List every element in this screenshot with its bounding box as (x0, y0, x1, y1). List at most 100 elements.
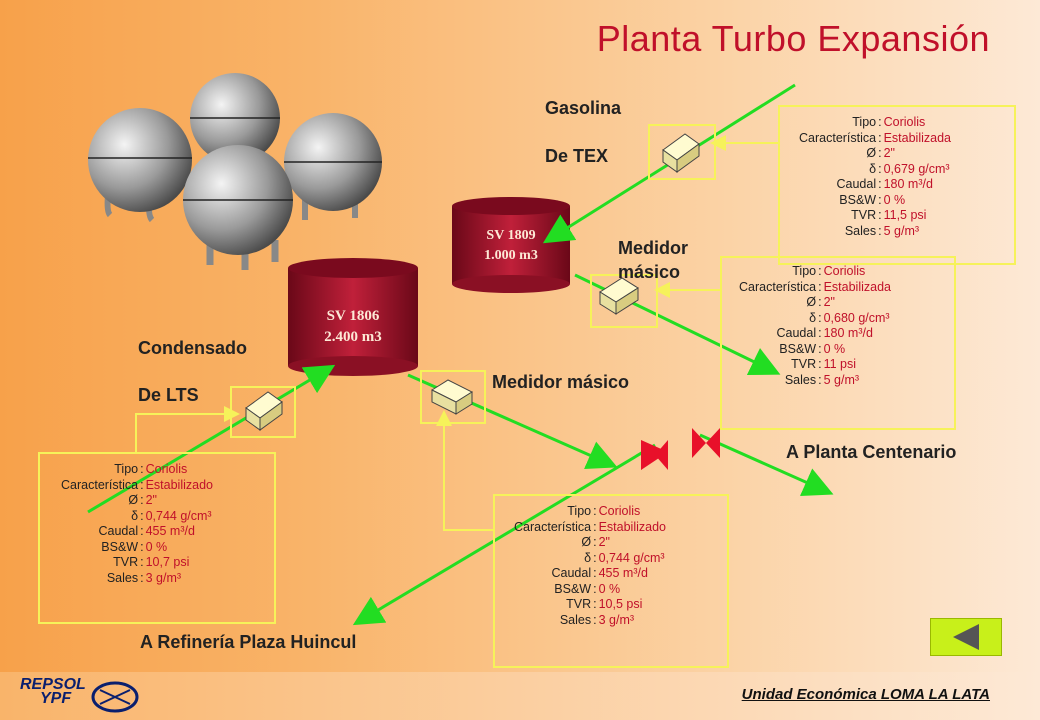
spec-row: Característica:Estabilizado (513, 520, 667, 536)
spec-key: Ø (128, 493, 139, 507)
spec-key: Ø (806, 295, 817, 309)
spec-colon: : (818, 279, 822, 294)
spec-colon: : (140, 570, 144, 585)
spec-key: Caudal (551, 566, 592, 580)
spec-colon: : (593, 550, 597, 565)
spec-key: Tipo (852, 115, 877, 129)
meter-box-centenario (590, 274, 658, 328)
spec-key: TVR (851, 208, 877, 222)
spec-value: 0 % (823, 341, 846, 356)
spec-colon: : (140, 555, 144, 569)
valve-icon (641, 440, 668, 470)
spec-value: Coriolis (598, 504, 641, 518)
spec-value: 10,7 psi (145, 555, 190, 569)
spec-key: Sales (106, 570, 139, 585)
spec-row: Ø:2" (798, 146, 952, 162)
tank-sv1809-label: SV 1809 1.000 m3 (452, 226, 570, 266)
spec-row: Ø:2" (738, 295, 892, 311)
spec-key: Característica (61, 477, 139, 492)
spec-value: 0 % (598, 581, 621, 596)
spec-value: 0,744 g/cm³ (598, 550, 665, 565)
spec-value: 5 g/m³ (823, 372, 860, 387)
spec-row: Ø:2" (513, 535, 667, 551)
spec-row: BS&W:0 % (738, 342, 892, 358)
spec-row: Sales:5 g/m³ (798, 224, 952, 240)
spec-key: Ø (581, 535, 592, 549)
flow-valve-to-centenario (699, 433, 834, 496)
spec-row: δ:0,744 g/cm³ (60, 509, 214, 525)
spec-key: Tipo (114, 462, 139, 476)
spec-key: Caudal (836, 177, 877, 191)
spec-row: Caudal:180 m³/d (738, 326, 892, 342)
sphere-left (88, 108, 192, 223)
spec-colon: : (593, 566, 597, 580)
spec-key: Ø (866, 146, 877, 160)
label-de-lts: De LTS (138, 385, 199, 405)
spec-value: 0 % (883, 192, 906, 207)
repsol-ypf-emblem-icon (91, 681, 139, 713)
spec-value: 11,5 psi (883, 208, 927, 222)
spec-colon: : (878, 130, 882, 145)
back-button[interactable] (930, 618, 1002, 656)
spec-row: Caudal:455 m³/d (513, 566, 667, 582)
spec-key: δ (809, 310, 817, 325)
spec-row: Tipo:Coriolis (60, 462, 214, 478)
mass-meter-icon (430, 379, 474, 415)
logo-line2: YPF (40, 690, 72, 707)
spec-colon: : (140, 524, 144, 538)
flow-valve-to-refineria (352, 443, 656, 626)
meter-box-lts (230, 386, 296, 438)
spec-colon: : (878, 177, 882, 191)
label-de-tex: De TEX (545, 146, 609, 166)
spec-key: TVR (113, 555, 139, 569)
sphere-right (284, 113, 382, 220)
spec-key: BS&W (839, 192, 877, 207)
spec-key: TVR (566, 597, 592, 611)
spec-value: 11 psi (823, 357, 857, 371)
spec-colon: : (593, 504, 597, 518)
spec-value: 180 m³/d (823, 326, 873, 340)
spec-colon: : (593, 519, 597, 534)
spec-key: Caudal (776, 326, 817, 340)
spec-colon: : (878, 223, 882, 238)
spec-key: Sales (559, 612, 592, 627)
label-medidor-masico: Medidor másico (618, 238, 688, 282)
spec-colon: : (140, 539, 144, 554)
spec-row: δ:0,680 g/cm³ (738, 311, 892, 327)
spec-value: 2" (883, 146, 895, 160)
spec-value: 0,744 g/cm³ (145, 508, 212, 523)
page-title: Planta Turbo Expansión (596, 18, 990, 59)
spec-value: 0,679 g/cm³ (883, 161, 950, 176)
connectors (135, 135, 778, 531)
meter-box-tex (648, 124, 716, 180)
spec-row: Sales:5 g/m³ (738, 373, 892, 389)
spec-value: 455 m³/d (598, 566, 648, 580)
valve-icon (692, 428, 720, 458)
spec-colon: : (593, 612, 597, 627)
tank-sv1806-label: SV 1806 2.400 m3 (288, 306, 418, 348)
spec-row: Tipo:Coriolis (798, 115, 952, 131)
spec-colon: : (818, 357, 822, 371)
spec-row: TVR:11 psi (738, 357, 892, 373)
spec-value: Coriolis (145, 462, 188, 476)
spec-row: Sales:3 g/m³ (513, 613, 667, 629)
spec-colon: : (818, 264, 822, 278)
spec-colon: : (818, 372, 822, 387)
repsol-ypf-logo: REPSOL YPF (12, 677, 86, 707)
spec-row: Ø:2" (60, 493, 214, 509)
spec-row: TVR:10,7 psi (60, 555, 214, 571)
spec-colon: : (878, 161, 882, 176)
mass-meter-icon (599, 277, 639, 315)
spec-key: Característica (739, 279, 817, 294)
spec-key: δ (131, 508, 139, 523)
spec-value: 455 m³/d (145, 524, 195, 538)
spec-row: Característica:Estabilizada (738, 280, 892, 296)
mass-meter-icon (245, 391, 283, 431)
label-a-planta-centenario: A Planta Centenario (786, 442, 957, 462)
